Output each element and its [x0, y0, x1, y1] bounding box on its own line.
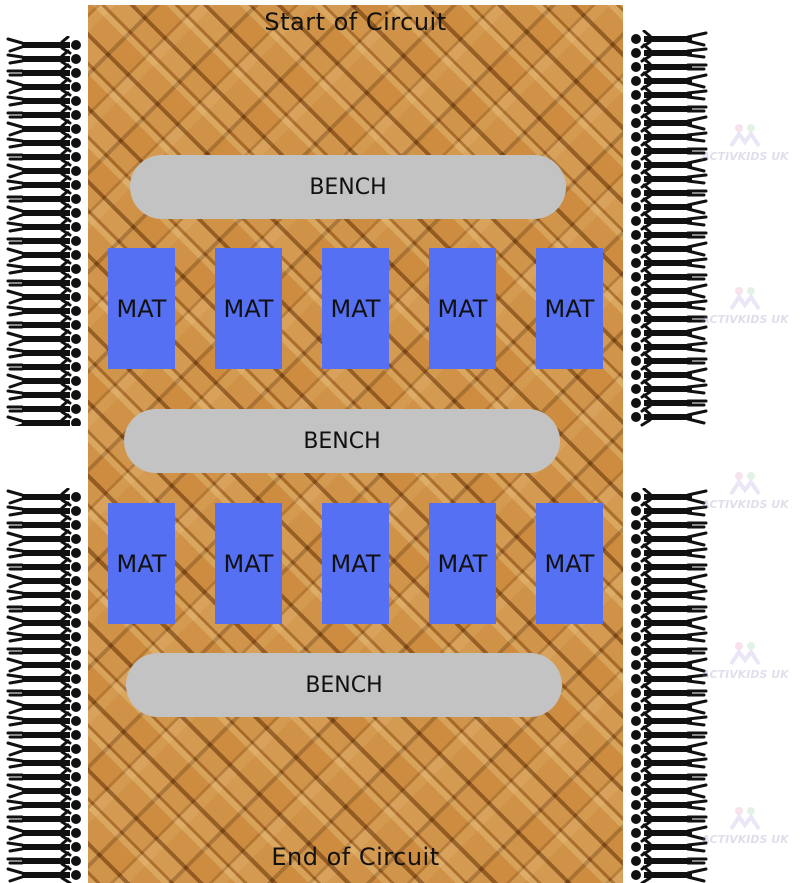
start-of-circuit-label: Start of Circuit [88, 8, 623, 36]
bench: BENCH [130, 155, 566, 219]
bench: BENCH [124, 409, 560, 473]
activkids-logo-icon [727, 640, 763, 666]
watermark-text: ACTIVKIDS UK [690, 668, 800, 681]
child-silhouette-icon [631, 31, 706, 47]
mat: MAT [536, 248, 603, 369]
watermark-text: ACTIVKIDS UK [690, 313, 800, 326]
mat: MAT [108, 503, 175, 624]
mat: MAT [536, 503, 603, 624]
watermark: ACTIVKIDS UK [690, 640, 800, 700]
activkids-logo-icon [727, 805, 763, 831]
mat: MAT [215, 248, 282, 369]
children-silhouettes-icon [622, 30, 710, 430]
activkids-logo-icon [727, 122, 763, 148]
left-crowd-top [4, 36, 92, 426]
activkids-logo-icon [727, 285, 763, 311]
watermark: ACTIVKIDS UK [690, 805, 800, 865]
mat: MAT [322, 248, 389, 369]
bench: BENCH [126, 653, 562, 717]
left-crowd-bottom [4, 488, 92, 883]
watermark: ACTIVKIDS UK [690, 285, 800, 345]
activkids-logo-icon [727, 470, 763, 496]
watermark-text: ACTIVKIDS UK [690, 833, 800, 846]
end-of-circuit-label: End of Circuit [88, 843, 623, 871]
mat: MAT [429, 503, 496, 624]
watermark: ACTIVKIDS UK [690, 470, 800, 530]
watermark: ACTIVKIDS UK [690, 122, 800, 182]
mat: MAT [429, 248, 496, 369]
child-silhouette-icon [8, 489, 81, 505]
mat: MAT [215, 503, 282, 624]
children-silhouettes-icon [4, 488, 92, 883]
child-silhouette-icon [8, 37, 81, 53]
mat: MAT [322, 503, 389, 624]
children-silhouettes-icon [4, 36, 92, 426]
mat: MAT [108, 248, 175, 369]
watermark-text: ACTIVKIDS UK [690, 150, 800, 163]
watermark-text: ACTIVKIDS UK [690, 498, 800, 511]
right-crowd-top [622, 30, 710, 430]
parquet-floor: Start of Circuit BENCH MAT MAT MAT MAT M… [88, 5, 623, 883]
